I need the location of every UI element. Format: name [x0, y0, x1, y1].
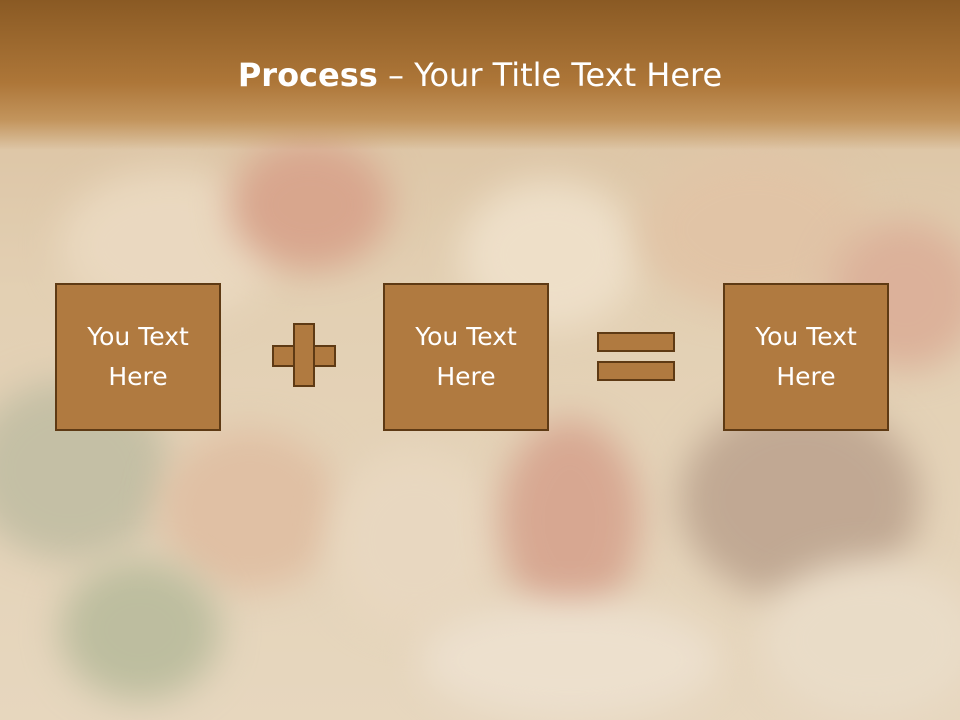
- text-box-3-label: You Text Here: [731, 317, 881, 397]
- text-box-2-label: You Text Here: [391, 317, 541, 397]
- text-box-2[interactable]: You Text Here: [383, 283, 549, 431]
- text-box-3[interactable]: You Text Here: [723, 283, 889, 431]
- text-box-1[interactable]: You Text Here: [55, 283, 221, 431]
- title-band: [0, 0, 960, 150]
- slide-title[interactable]: Process – Your Title Text Here: [0, 54, 960, 96]
- text-box-3-line-1: You Text: [755, 322, 857, 351]
- text-box-1-label: You Text Here: [63, 317, 213, 397]
- text-box-1-line-2: Here: [108, 362, 168, 391]
- text-box-2-line-2: Here: [436, 362, 496, 391]
- text-box-2-line-1: You Text: [415, 322, 517, 351]
- equals-bar-top: [597, 332, 675, 352]
- text-box-3-line-2: Here: [776, 362, 836, 391]
- title-bold: Process: [237, 56, 378, 94]
- title-rest: – Your Title Text Here: [377, 56, 723, 94]
- text-box-1-line-1: You Text: [87, 322, 189, 351]
- equals-bar-bottom: [597, 361, 675, 381]
- plus-icon: [272, 323, 336, 387]
